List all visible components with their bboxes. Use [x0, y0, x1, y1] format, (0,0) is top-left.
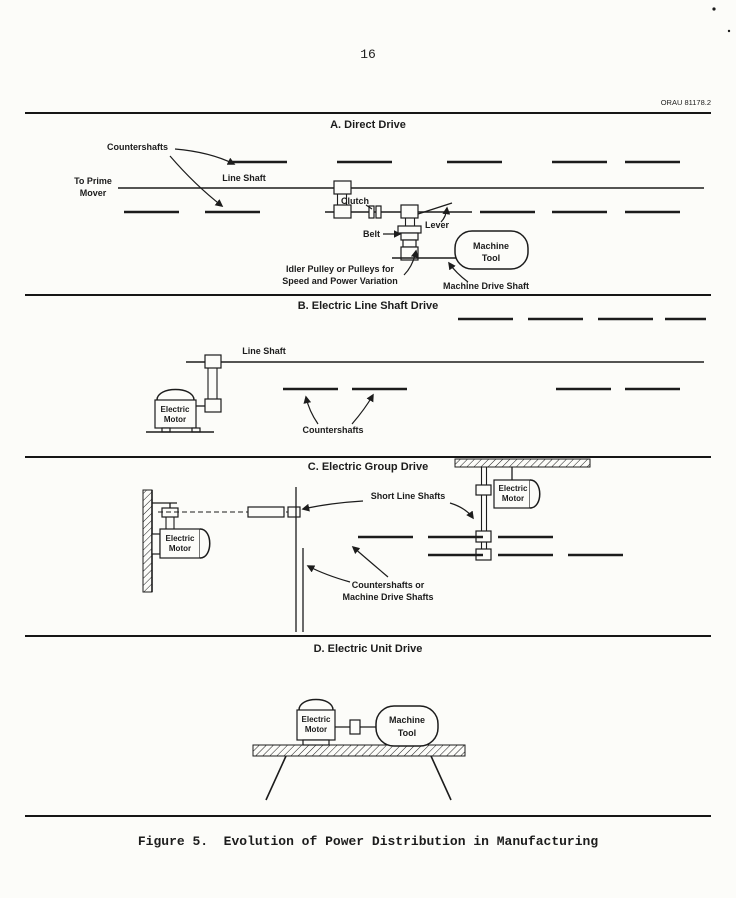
electric-motor-label: Electric	[161, 405, 190, 414]
electric-motor-label: Electric	[166, 534, 195, 543]
bench-leg	[430, 755, 452, 801]
clutch-leader	[365, 204, 373, 210]
countershafts-arrow-lower	[169, 155, 224, 207]
electric-motor-shape	[159, 528, 201, 559]
pulley	[204, 398, 222, 413]
clutch-label: Clutch	[341, 196, 369, 206]
motor-mount	[151, 533, 161, 555]
electric-motor-shape	[296, 709, 336, 741]
short-line-shafts-label: Short Line Shafts	[371, 491, 446, 501]
lever-arrow	[440, 206, 451, 223]
wall	[142, 489, 153, 593]
panel-a-direct-drive: A. Direct Drive Countershafts To Prime M…	[74, 119, 704, 291]
electric-motor-label: Motor	[164, 415, 186, 424]
pulley	[400, 204, 419, 219]
machine-tool-shape	[454, 230, 529, 270]
to-prime-mover-label: To Prime	[74, 176, 112, 186]
coupling	[349, 719, 361, 735]
countershafts-arrow-upper	[174, 148, 236, 165]
belt-label: Belt	[363, 229, 380, 239]
electric-motor-label: Motor	[502, 494, 524, 503]
short-line-shafts-arrow	[301, 500, 364, 512]
countershafts-arrow	[303, 395, 319, 425]
countershafts-arrow	[351, 545, 389, 578]
pulley	[333, 204, 352, 219]
countershafts-label: Countershafts	[302, 425, 363, 435]
pulley	[204, 354, 222, 369]
lever-label: Lever	[425, 220, 450, 230]
electric-motor-shape	[493, 479, 531, 509]
idler-pulley	[402, 239, 417, 248]
scan-speckle	[727, 29, 731, 33]
clutch	[375, 205, 382, 219]
clutch	[368, 205, 375, 219]
idler-note: Speed and Power Variation	[282, 276, 398, 286]
to-prime-mover-label: Mover	[80, 188, 107, 198]
scan-speckle	[712, 7, 716, 11]
electric-motor-label: Motor	[169, 544, 191, 553]
lever-arm	[417, 202, 453, 215]
pulley	[333, 180, 352, 195]
motor-dome	[298, 698, 334, 711]
countershafts-arrow	[306, 565, 351, 583]
panel-d-electric-unit-drive: D. Electric Unit Drive Electric Motor Ma…	[252, 643, 466, 801]
electric-motor-label: Electric	[499, 484, 528, 493]
machine-drive-shaft-arrow	[448, 261, 469, 283]
line-shaft-label: Line Shaft	[222, 173, 266, 183]
idler-pulley	[397, 225, 422, 234]
electric-motor-label: Motor	[305, 725, 327, 734]
machine-tool-shape	[375, 705, 439, 747]
panel-d-title: D. Electric Unit Drive	[314, 643, 423, 655]
panel-a-title: A. Direct Drive	[330, 119, 406, 131]
countershafts-note: Countershafts or	[352, 580, 425, 590]
line-shaft-label: Line Shaft	[242, 346, 286, 356]
page-number: 16	[360, 47, 376, 62]
motor-dome	[156, 388, 195, 401]
idler-note: Idler Pulley or Pulleys for	[286, 264, 395, 274]
machine-drive-shaft-label: Machine Drive Shaft	[443, 281, 529, 291]
countershafts-note: Machine Drive Shafts	[342, 592, 433, 602]
pulley	[287, 506, 301, 518]
panel-c-title: C. Electric Group Drive	[308, 461, 428, 473]
machine-tool-label: Machine	[389, 715, 425, 725]
pulley	[247, 506, 285, 518]
idler-arrow	[403, 249, 419, 276]
electric-motor-shape	[154, 399, 197, 429]
ceiling	[454, 458, 591, 468]
countershafts-arrow	[351, 393, 374, 425]
figure-caption: Figure 5. Evolution of Power Distributio…	[138, 834, 598, 849]
pulley	[475, 484, 492, 496]
motor-base	[302, 739, 330, 746]
panel-b-electric-line-shaft-drive: B. Electric Line Shaft Drive Line Shaft …	[146, 300, 706, 435]
motor-dome	[529, 479, 541, 509]
bench-top	[252, 744, 466, 757]
machine-tool-label: Tool	[482, 253, 500, 263]
countershafts-label: Countershafts	[107, 142, 168, 152]
document-reference: ORAU 81178.2	[661, 98, 711, 107]
short-line-shafts-arrow	[449, 502, 474, 520]
electric-motor-label: Electric	[302, 715, 331, 724]
motor-dome	[199, 528, 211, 559]
machine-tool-label: Machine	[473, 241, 509, 251]
bench-leg	[265, 755, 287, 801]
panel-c-electric-group-drive: C. Electric Group Drive Electric Motor S…	[142, 458, 623, 632]
idler-pulley	[400, 232, 419, 241]
machine-tool-label: Tool	[398, 728, 416, 738]
panel-b-title: B. Electric Line Shaft Drive	[298, 300, 439, 312]
